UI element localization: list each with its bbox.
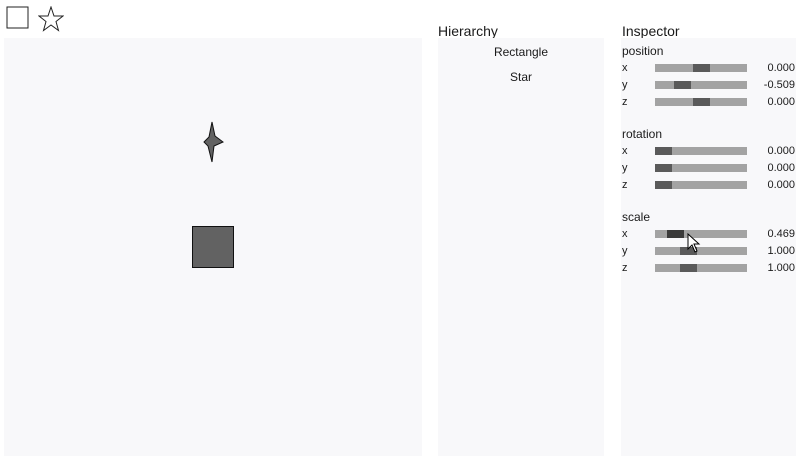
position-x-label: x [622, 62, 628, 74]
position-x-value[interactable]: 0.000 [767, 62, 795, 74]
scale-y-slider-knob[interactable] [680, 247, 697, 255]
rectangle-object[interactable] [192, 226, 234, 268]
hierarchy-title: Hierarchy [438, 23, 498, 39]
rotation-z-slider-knob[interactable] [655, 181, 672, 189]
position-z-slider[interactable] [655, 98, 747, 106]
star-object[interactable] [200, 120, 226, 164]
scale-z-slider-knob[interactable] [680, 264, 697, 272]
rotation-x-value[interactable]: 0.000 [767, 145, 795, 157]
scale-x-slider-knob[interactable] [667, 230, 684, 238]
rotation-section-label: rotation [622, 127, 663, 141]
position-section-label: position [622, 44, 664, 58]
rotation-x-slider[interactable] [655, 147, 747, 155]
position-y-value[interactable]: -0.509 [763, 79, 795, 91]
position-y-slider[interactable] [655, 81, 747, 89]
position-y-slider-knob[interactable] [674, 81, 691, 89]
hierarchy-panel [438, 38, 604, 456]
scale-z-value[interactable]: 1.000 [767, 262, 795, 274]
scale-x-slider[interactable] [655, 230, 747, 238]
rotation-x-label: x [622, 145, 628, 157]
rectangle-icon [6, 6, 29, 29]
star-shape [203, 121, 224, 163]
star-icon [37, 5, 65, 32]
position-z-label: z [622, 96, 628, 108]
position-x-slider-knob[interactable] [693, 64, 710, 72]
hierarchy-item-rectangle[interactable]: Rectangle [493, 45, 549, 59]
star-tool-button[interactable] [37, 5, 65, 32]
scale-y-slider[interactable] [655, 247, 747, 255]
rotation-x-slider-knob[interactable] [655, 147, 672, 155]
rotation-y-value[interactable]: 0.000 [767, 162, 795, 174]
scale-section-label: scale [622, 210, 651, 224]
scale-x-label: x [622, 228, 628, 240]
rotation-y-label: y [622, 162, 628, 174]
rotation-y-slider[interactable] [655, 164, 747, 172]
scale-y-label: y [622, 245, 628, 257]
rectangle-tool-button[interactable] [6, 6, 30, 30]
scale-x-value[interactable]: 0.469 [767, 228, 795, 240]
rotation-z-slider[interactable] [655, 181, 747, 189]
position-y-label: y [622, 79, 628, 91]
inspector-title: Inspector [622, 23, 680, 39]
rotation-z-label: z [622, 179, 628, 191]
position-z-value[interactable]: 0.000 [767, 96, 795, 108]
scale-z-slider[interactable] [655, 264, 747, 272]
rotation-y-slider-knob[interactable] [655, 164, 672, 172]
rotation-z-value[interactable]: 0.000 [767, 179, 795, 191]
scale-y-value[interactable]: 1.000 [767, 245, 795, 257]
position-z-slider-knob[interactable] [693, 98, 710, 106]
position-x-slider[interactable] [655, 64, 747, 72]
hierarchy-item-star[interactable]: Star [509, 70, 532, 84]
scale-z-label: z [622, 262, 628, 274]
